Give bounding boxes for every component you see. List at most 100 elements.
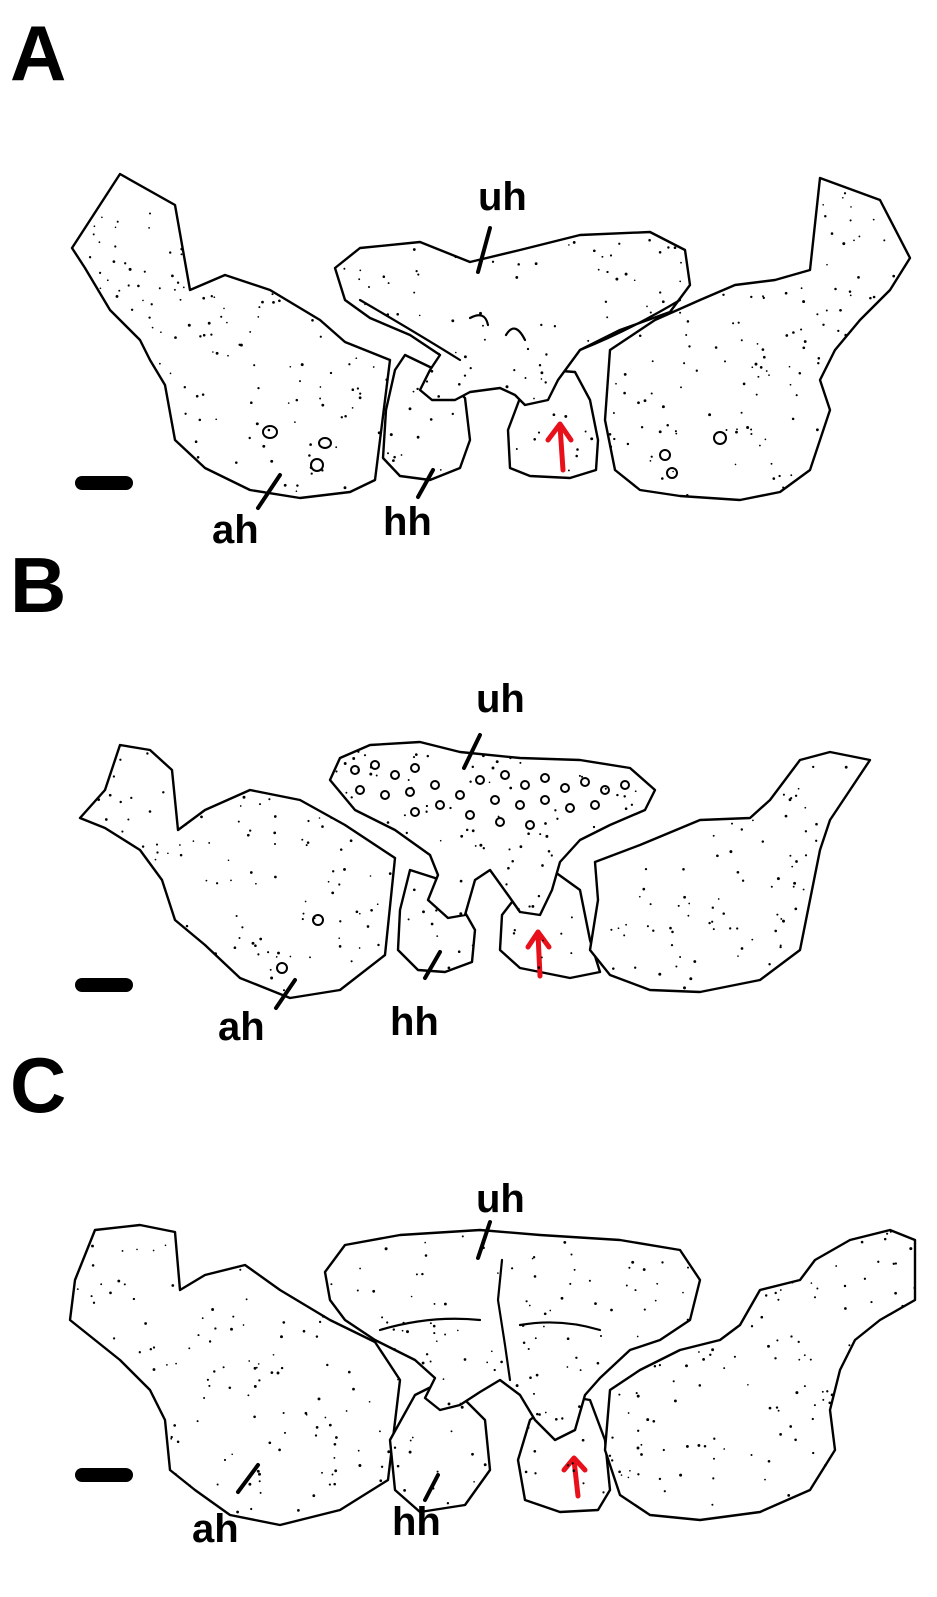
- stipple-dot: [873, 219, 875, 221]
- stipple-dot: [301, 363, 304, 366]
- stipple-dot: [623, 934, 625, 936]
- stipple-dot: [625, 807, 628, 810]
- stipple-dot: [513, 369, 515, 371]
- stipple-dot: [529, 1305, 531, 1307]
- stipple-dot: [757, 343, 759, 345]
- stipple-dot: [148, 316, 150, 318]
- stipple-dot: [738, 322, 740, 324]
- stipple-dot: [258, 306, 260, 308]
- stipple-dot: [156, 851, 158, 853]
- stipple-dot: [249, 829, 251, 831]
- stipple-dot: [708, 413, 711, 416]
- stipple-dot: [195, 440, 198, 443]
- stipple-dot: [129, 268, 132, 271]
- stipple-dot: [274, 815, 277, 818]
- stipple-dot: [601, 256, 603, 258]
- stipple-dot: [394, 1447, 396, 1449]
- stipple-dot: [410, 1440, 412, 1442]
- stipple-dot: [209, 1340, 211, 1342]
- stipple-dot: [238, 821, 240, 823]
- stipple-dot: [422, 910, 425, 913]
- stipple-dot: [811, 1282, 813, 1284]
- stipple-dot: [417, 274, 419, 276]
- stipple-dot: [497, 1272, 499, 1274]
- stipple-dot: [726, 429, 728, 431]
- stipple-dot: [94, 225, 96, 227]
- stipple-dot: [519, 762, 521, 764]
- stipple-dot: [606, 271, 608, 273]
- stipple-dot: [220, 316, 222, 318]
- stipple-dot: [752, 820, 754, 822]
- stipple-dot: [810, 1359, 812, 1361]
- stipple-dot: [602, 1491, 604, 1493]
- stipple-dot: [793, 882, 796, 885]
- ah-bone-right: [605, 178, 910, 500]
- stipple-dot: [232, 1316, 234, 1318]
- stipple-dot: [533, 1256, 535, 1258]
- stipple-dot: [254, 944, 257, 947]
- stipple-dot: [455, 352, 457, 354]
- stipple-dot: [776, 1339, 778, 1341]
- stipple-dot: [113, 775, 115, 777]
- stipple-dot: [376, 775, 378, 777]
- stipple-dot: [213, 1370, 215, 1372]
- stipple-dot: [93, 233, 95, 235]
- stipple-dot: [667, 246, 669, 248]
- stipple-dot: [662, 300, 665, 303]
- stipple-dot: [413, 391, 415, 393]
- stipple-dot: [330, 1283, 332, 1285]
- stipple-dot: [564, 415, 567, 418]
- stipple-dot: [567, 1366, 569, 1368]
- stipple-dot: [575, 455, 578, 458]
- stipple-dot: [517, 908, 520, 911]
- stipple-dot: [531, 905, 534, 908]
- stipple-dot: [436, 935, 438, 937]
- stipple-dot: [675, 433, 677, 435]
- stipple-dot: [288, 402, 290, 404]
- stipple-dot: [203, 334, 206, 337]
- stipple-dot: [283, 1412, 285, 1414]
- stipple-dot: [655, 1300, 657, 1302]
- stipple-dot: [171, 1436, 173, 1438]
- stipple-dot: [514, 929, 516, 931]
- stipple-dot: [169, 251, 171, 253]
- stipple-dot: [645, 868, 647, 870]
- stipple-dot: [651, 456, 653, 458]
- stipple-dot: [202, 1317, 204, 1319]
- stipple-dot: [737, 955, 739, 957]
- stipple-dot: [675, 430, 677, 432]
- stipple-dot: [426, 1353, 428, 1355]
- stipple-dot: [724, 360, 726, 362]
- stipple-dot: [440, 469, 442, 471]
- stipple-dot: [341, 416, 343, 418]
- stipple-dot: [798, 1341, 800, 1343]
- stipple-dot: [372, 1290, 375, 1293]
- stipple-dot: [457, 1330, 459, 1332]
- stipple-dot: [472, 766, 474, 768]
- stipple-dot: [805, 830, 807, 832]
- stipple-dot: [455, 256, 457, 258]
- stipple-dot: [723, 1367, 725, 1369]
- stipple-dot: [259, 938, 262, 941]
- stipple-dot: [778, 475, 780, 477]
- stipple-dot: [696, 370, 698, 372]
- stipple-dot: [364, 304, 366, 306]
- stipple-dot: [679, 312, 681, 314]
- stipple-dot: [452, 413, 454, 415]
- stipple-dot: [760, 1316, 763, 1319]
- stipple-dot: [122, 1250, 124, 1252]
- stipple-dot: [77, 1288, 79, 1290]
- stipple-dot: [538, 432, 540, 434]
- stipple-dot: [750, 296, 752, 298]
- stipple-dot: [409, 1451, 412, 1454]
- stipple-dot: [536, 1374, 539, 1377]
- stipple-dot: [685, 1364, 688, 1367]
- stipple-dot: [713, 1458, 715, 1460]
- stipple-dot: [224, 1459, 226, 1461]
- stipple-dot: [330, 817, 332, 819]
- stipple-dot: [348, 363, 350, 365]
- stipple-dot: [472, 944, 474, 946]
- stipple-dot: [259, 1480, 261, 1482]
- stipple-dot: [197, 456, 200, 459]
- stipple-dot: [482, 754, 485, 757]
